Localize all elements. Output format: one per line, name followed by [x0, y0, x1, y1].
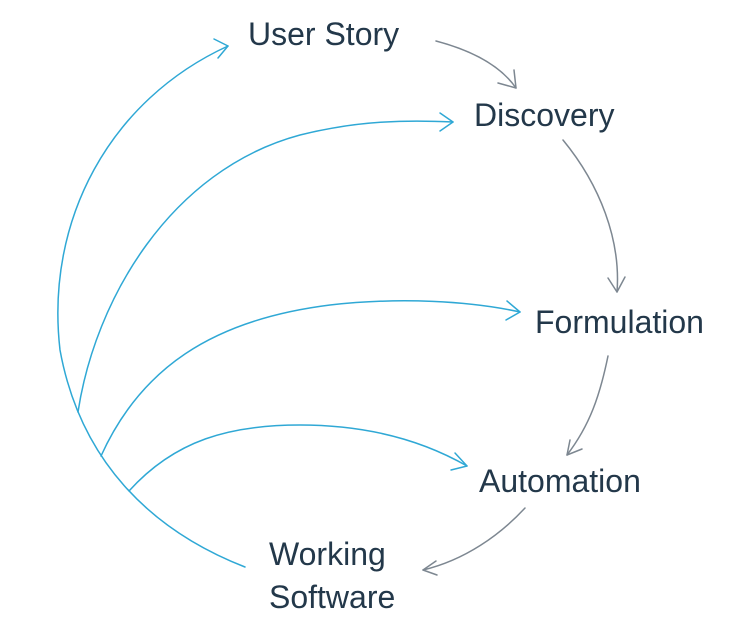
- feedback-arc-to-discovery: [77, 120, 454, 413]
- arrow-user-story-to-discovery: [435, 40, 517, 89]
- arrowhead-discovery-to-formulation: [607, 276, 626, 293]
- outer-feedback-arc: [57, 45, 246, 568]
- node-formulation: Formulation: [535, 304, 704, 340]
- arrowhead-to-discovery: [439, 112, 454, 132]
- arrowhead-to-user-story: [213, 38, 229, 59]
- arrow-discovery-to-formulation: [562, 139, 619, 293]
- node-working-software: Working Software: [269, 533, 395, 619]
- feedback-arc-to-formulation: [100, 300, 521, 457]
- node-user-story: User Story: [248, 16, 400, 52]
- arrowhead-formulation-to-automation: [566, 439, 583, 456]
- arrowhead-to-formulation: [505, 300, 521, 321]
- feedback-arc-to-automation: [128, 424, 468, 492]
- arrowhead-to-automation: [450, 452, 468, 471]
- arrow-formulation-to-automation: [566, 355, 609, 456]
- arrow-automation-to-working-software: [422, 507, 526, 571]
- node-discovery: Discovery: [474, 97, 615, 133]
- arrowhead-user-story-to-discovery: [497, 69, 517, 89]
- node-working-software-line2: Software: [269, 579, 396, 615]
- node-automation: Automation: [479, 463, 641, 499]
- process-arrows: [422, 40, 626, 576]
- arrowhead-automation-to-working-software: [422, 560, 438, 576]
- feedback-arrows: [57, 38, 521, 568]
- node-working-software-line1: Working: [269, 536, 386, 572]
